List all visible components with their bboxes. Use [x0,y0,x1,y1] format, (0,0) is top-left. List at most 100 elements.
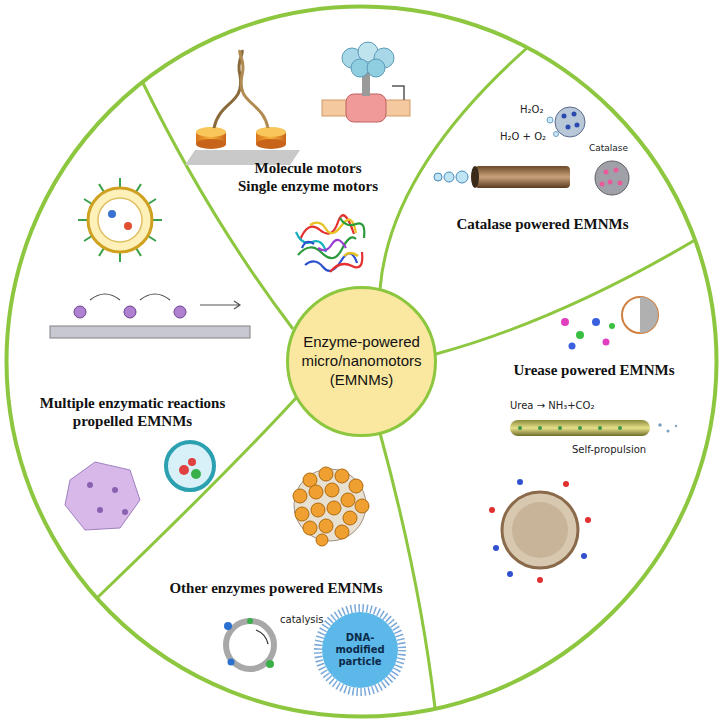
annotation-label: Self-propulsion [572,444,646,455]
urease-rod [558,426,562,430]
urease-rod [675,425,677,427]
catalysis-ring [266,660,274,668]
center-circle: Enzyme-powered micro/nanomotors (EMNMs) [286,286,437,437]
urease-particle [563,481,569,487]
purple-polyhedron [65,462,140,530]
catalase-particle [566,125,571,130]
catalase-tube [434,173,442,181]
node-text: Molecule motors [220,159,396,177]
raspberry-particle [341,493,355,507]
gold-disk-motor [196,139,226,149]
janus-particle [592,318,600,326]
catalase-particle [572,112,577,117]
gold-disk-motor [256,139,286,149]
atp-synthase [351,59,369,77]
node-text: Catalase powered EMNMs [442,215,643,233]
raspberry-particle [316,534,328,546]
node-text: Urease powered EMNMs [510,361,678,379]
urease-rod [538,426,542,430]
urease-particle [493,545,499,551]
enzyme-vesicle [78,178,162,262]
annotation-label: Urea → NH₃+CO₂ [510,400,594,411]
janus-particle [561,318,569,326]
enzyme-cup [166,442,214,490]
node-text: DNA-modified particle [330,632,390,668]
atp-synthase [367,59,385,77]
raspberry-particle [303,521,317,535]
single-enzyme [340,218,364,238]
raspberry-particle [327,501,341,515]
annotation-label: H₂O + O₂ [500,131,546,142]
enzyme-vesicle [88,188,152,252]
gold-disk-motor [256,127,286,137]
enzyme-cup [191,469,201,479]
catalase-sphere [608,180,613,185]
annotation-label: catalysis [280,614,324,625]
catalase-particle [547,107,585,137]
catalase-tube [456,171,468,183]
janus-particle [622,297,658,333]
janus-particle [603,339,610,346]
urease-particle [489,507,495,513]
catalysis-ring [256,630,268,644]
enzyme-vesicle [98,198,142,242]
urease-rod [578,426,582,430]
urease-rod [667,430,670,433]
raspberry-particle [325,483,339,497]
purple-polyhedron [97,507,103,513]
catalase-particle [562,114,567,119]
enzyme-cup [166,442,214,490]
urease-particle [489,479,591,583]
enzyme-vesicle [148,236,156,241]
gold-disk-motor [214,50,242,128]
dna-fringe [318,608,402,692]
enzyme-vesicle [99,184,104,192]
urease-rod [618,426,622,430]
purple-polyhedron [122,509,128,515]
catalase-sphere [618,181,623,186]
enzyme-vesicle [136,184,141,192]
dna-particle: DNA-modified particle [322,612,398,688]
electrode-scheme [74,306,86,318]
sector-label: Other enzymes powered EMNMs [158,578,394,598]
dna-fringe [318,608,402,692]
urease-rod [518,426,522,430]
enzyme-vesicle [99,248,104,256]
urease-rod [658,423,662,427]
catalysis-ring [228,659,235,666]
janus-particle [609,323,615,329]
urease-rod [510,420,650,436]
urease-particle [585,517,591,523]
raspberry-particle [293,489,307,503]
node-text: Other enzymes powered EMNMs [160,579,392,597]
wheel-frame [436,240,695,354]
catalase-particle [555,107,585,137]
node-text: Multiple enzymatic reactions propelled E… [27,394,238,430]
electrode-scheme [90,294,170,300]
urease-particle [512,502,568,558]
purple-polyhedron [87,482,93,488]
raspberry-particle [293,467,369,546]
sector-label: Molecule motorsSingle enzyme motors [218,158,398,196]
catalase-sphere [614,168,619,173]
enzyme-vesicle [124,222,132,230]
atp-synthase [392,86,404,100]
catalase-particle [575,123,580,128]
janus-particle [569,343,576,350]
electrode-scheme [200,301,240,309]
single-enzyme [310,220,356,234]
raspberry-particle [295,507,309,521]
purple-polyhedron [112,487,118,493]
raspberry-particle [335,469,349,483]
enzyme-vesicle [108,210,116,218]
electrode-scheme [50,326,250,338]
single-enzyme [344,253,358,256]
single-enzyme [302,242,314,248]
catalase-tube [434,166,570,188]
catalase-particle [547,117,553,123]
gold-disk-motor [240,50,268,128]
gold-disk-motor [196,127,226,137]
urease-rod [510,420,677,436]
electrode-scheme [50,294,250,338]
